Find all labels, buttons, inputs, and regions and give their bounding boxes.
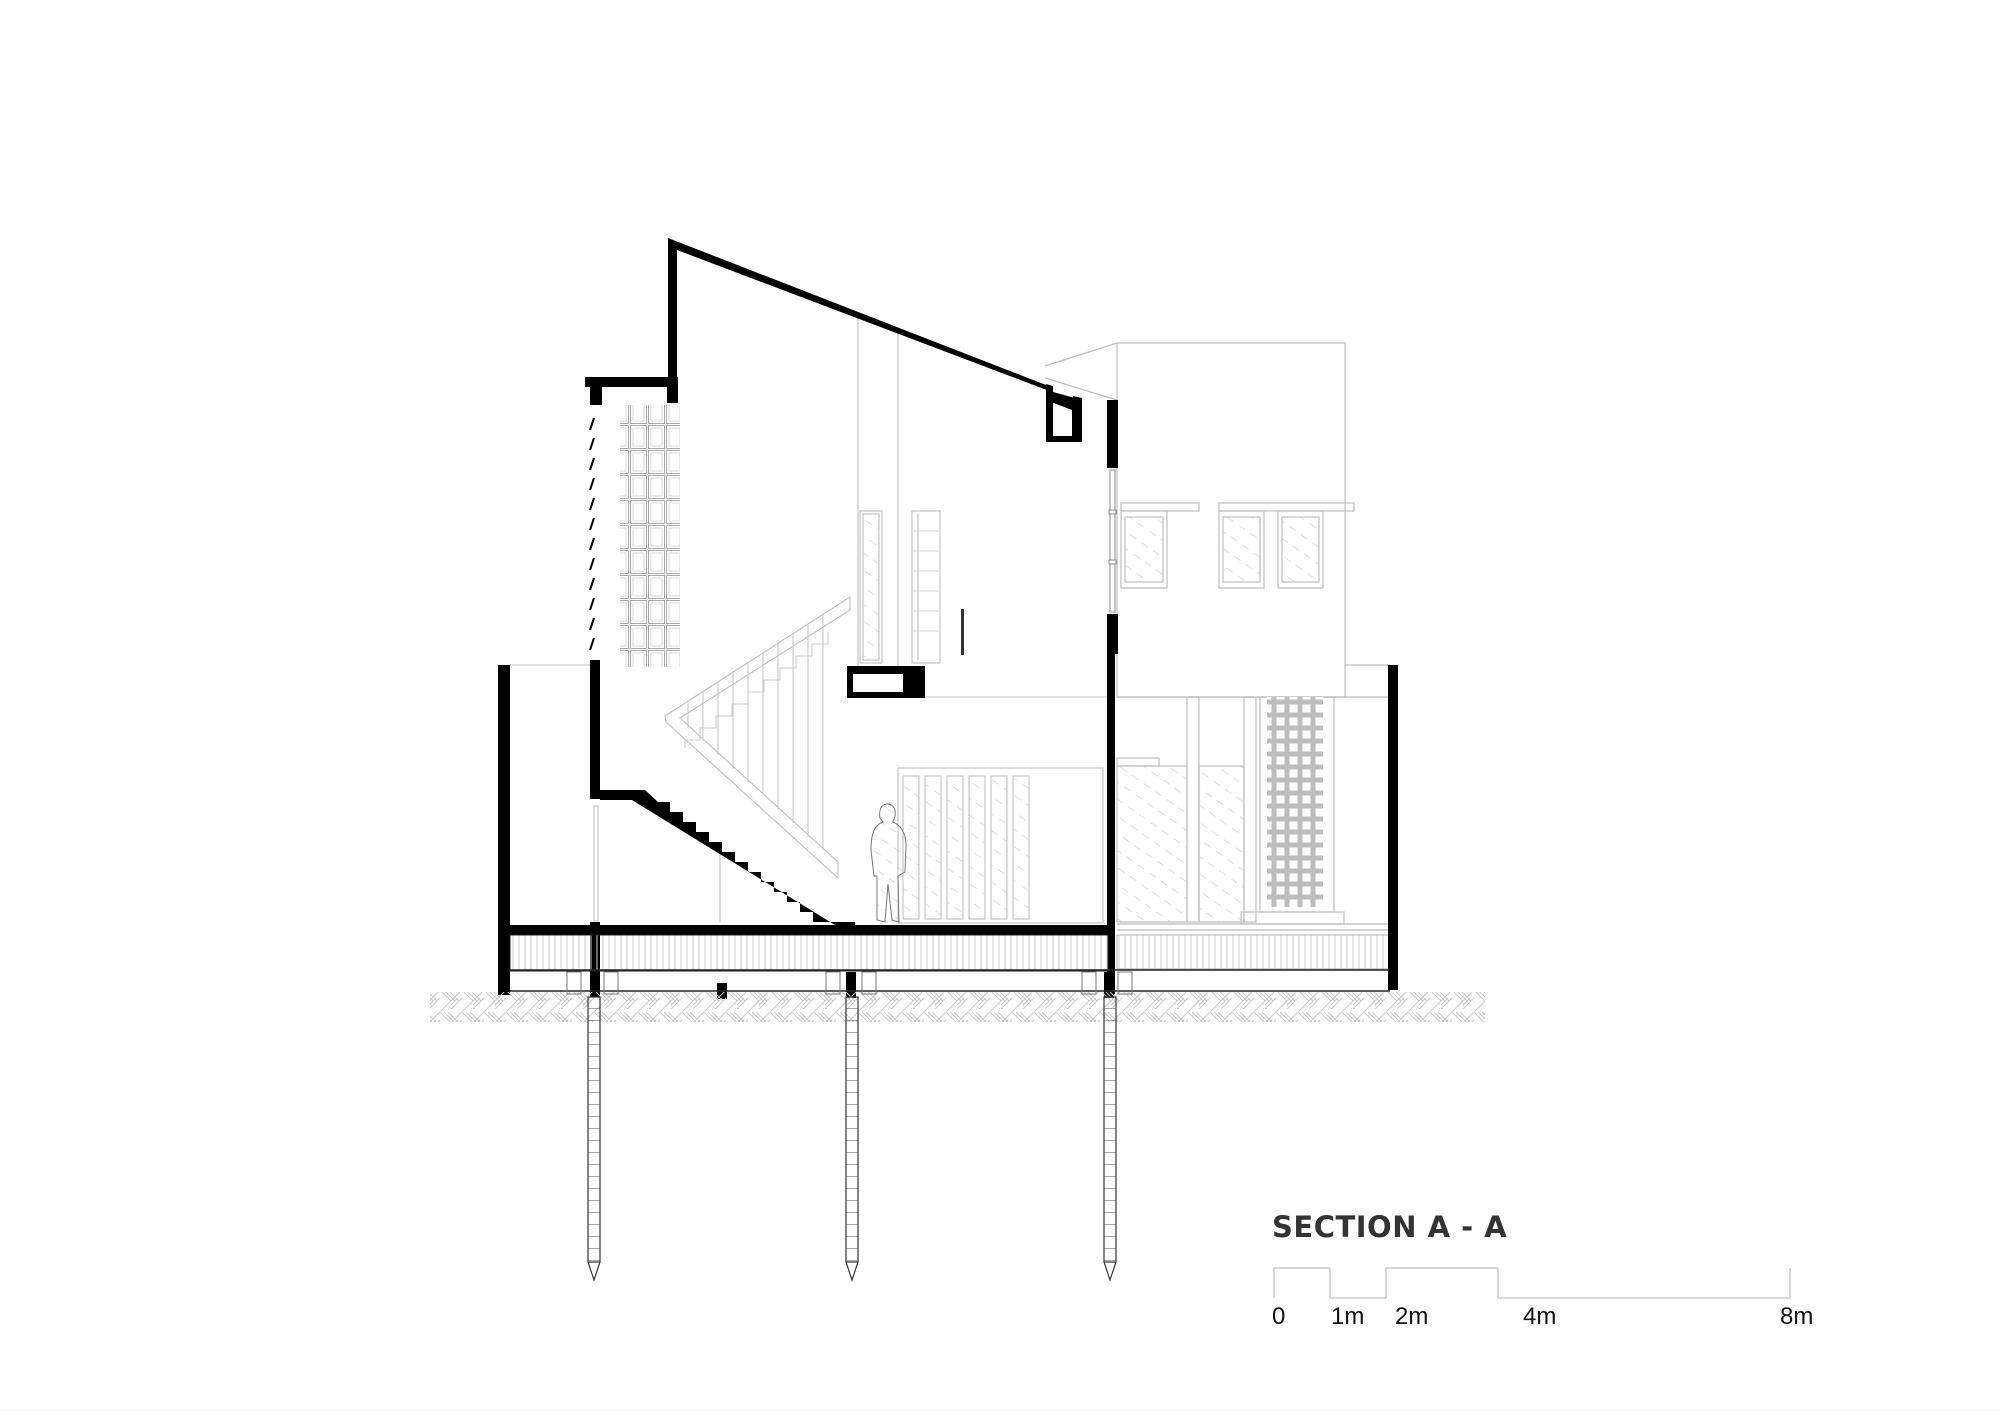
section-title: SECTION A - A <box>1272 1210 1508 1244</box>
scale-label-0: 0 <box>1272 1303 1286 1330</box>
ground-soil <box>430 992 1485 1022</box>
scale-label-1m: 1m <box>1331 1303 1365 1330</box>
scale-label-2m: 2m <box>1395 1303 1429 1330</box>
piles <box>587 996 1117 1282</box>
sloped-roof <box>668 238 1082 437</box>
interior-elevation <box>510 318 1107 924</box>
pile-left <box>587 996 601 1282</box>
background-elevation <box>1044 342 1392 970</box>
human-figure <box>870 803 907 923</box>
right-wall-window <box>1108 469 1117 613</box>
scale-bar <box>1273 1267 1791 1299</box>
glass-block-wall <box>620 405 680 667</box>
scale-label-4m: 4m <box>1523 1303 1557 1330</box>
page-edge <box>0 1410 2000 1411</box>
pile-middle <box>845 996 859 1282</box>
left-louvres <box>589 417 595 651</box>
section-cut <box>498 238 1398 999</box>
foundation <box>430 934 1485 1022</box>
pile-right <box>1103 996 1117 1282</box>
scale-label-8m: 8m <box>1780 1303 1814 1330</box>
